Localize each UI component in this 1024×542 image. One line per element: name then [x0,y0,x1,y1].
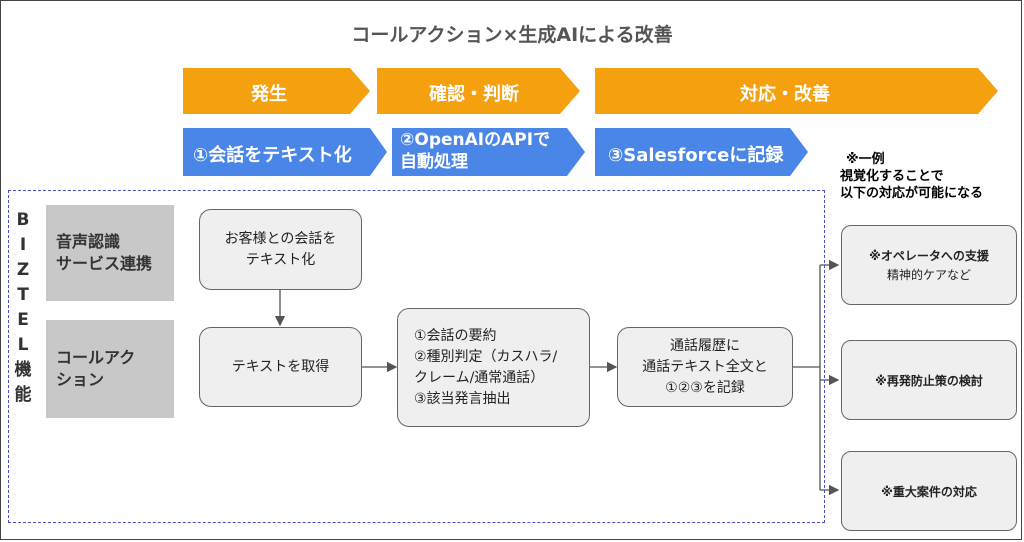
biztel-region [8,190,825,523]
biztel-label-char: T [17,285,29,305]
step-label-3: ③Salesforceに記録 [608,145,784,166]
phase-label-3: 対応・改善 [740,84,830,105]
example-note: ※一例 視覚化することで 以下の対応が可能になる [840,151,983,202]
result-prevention: ※再発防止策の検討 [841,340,1017,420]
speech-service-label: 音声認識 サービス連携 [46,205,174,301]
step-label-1: ①会話をテキスト化 [193,145,352,166]
result-1-sub: 精神的ケアなど [886,268,971,282]
biztel-label-char: B [16,210,30,230]
result-3-title: ※重大案件の対応 [881,484,977,499]
diagram-title: コールアクション×生成AIによる改善 [351,24,673,46]
flow-box-to-text: お客様との会話を テキスト化 [199,209,362,290]
note-line-2: 視覚化することで [840,169,944,184]
biztel-label-char: 能 [14,385,32,405]
flow-box-record: 通話履歴に 通話テキスト全文と ①②③を記録 [617,327,793,407]
phase-label-2: 確認・判断 [429,84,519,105]
note-line-3: 以下の対応が可能になる [840,186,984,201]
flow-box-process: ①会話の要約 ②種別判定（カスハラ/ クレーム/通常通話） ③該当発言抽出 [397,308,590,427]
result-critical-case: ※重大案件の対応 [841,451,1017,531]
step-label-2: ②OpenAIのAPIで 自動処理 [400,130,551,172]
biztel-label-char: 機 [14,360,32,380]
step-arrow-3 [595,128,808,176]
phase-arrow-3 [595,68,998,114]
step-arrow-2 [392,128,585,176]
result-operator-support: ※オペレータへの支援 精神的ケアなど [841,225,1017,305]
call-action-label: コールアク ション [46,320,174,418]
biztel-label-char: L [17,335,29,355]
step-arrow-1 [183,128,387,176]
phase-label-1: 発生 [251,84,287,105]
phase-arrow-2 [377,68,580,114]
biztel-label-char: Z [16,260,30,280]
result-2-title: ※再発防止策の検討 [875,373,983,388]
phase-arrow-1 [183,68,370,114]
biztel-label-char: E [17,310,29,330]
note-line-1: ※一例 [846,152,885,167]
result-1-title: ※オペレータへの支援 [869,249,989,263]
biztel-label-char: I [19,235,27,255]
flow-box-get-text: テキストを取得 [199,327,362,407]
